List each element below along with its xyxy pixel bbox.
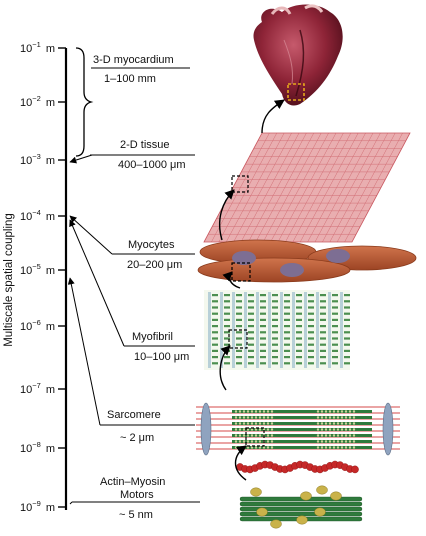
sarcomere-highlight-box	[245, 427, 265, 447]
sarcomere-image	[196, 402, 400, 456]
z-disc-right	[382, 402, 394, 456]
z-disc-left	[200, 402, 212, 456]
scale-axis: 10−1 m 10−2 m 10−3 m 10−4 m 10−5 m 10−6 m 10−7…	[3, 40, 68, 514]
level-range-sarcomere: ~ 2 μm	[120, 432, 154, 444]
level-range-myofibril: 10–100 μm	[134, 351, 189, 363]
level-name-myocytes: Myocytes	[128, 239, 175, 251]
axis-title: Multiscale spatial coupling	[3, 213, 15, 347]
arrow-motors-to-sarcomere	[234, 445, 247, 481]
scale-connection-arrows	[218, 99, 285, 481]
axis-tick-label: 10−6 m	[20, 318, 55, 333]
tissue-sheet-image	[203, 132, 411, 243]
level-range-tissue: 400–1000 μm	[118, 159, 186, 171]
level-labels: 3-D myocardium 1–100 mm 2-D tissue 400–1…	[72, 54, 200, 521]
axis-tick-label: 10−1 m	[20, 40, 55, 55]
level-name-sarcomere: Sarcomere	[107, 409, 161, 421]
tissue-highlight-box	[231, 175, 249, 193]
level-name-myofibril: Myofibril	[132, 331, 173, 343]
axis-tick-label: 10−7 m	[20, 381, 55, 396]
myocyte-cells-image	[197, 239, 417, 283]
myocardium-brace	[75, 47, 94, 157]
heart-highlight-box	[287, 83, 305, 101]
axis-ticks: 10−1 m 10−2 m 10−3 m 10−4 m 10−5 m 10−6 m 10−7…	[20, 40, 66, 514]
axis-tick-label: 10−4 m	[20, 208, 55, 223]
level-name-tissue: 2-D tissue	[120, 139, 170, 151]
arrow-myocytes-to-tissue	[218, 189, 235, 241]
level-range-myocardium: 1–100 mm	[104, 73, 156, 85]
myofibril-highlight-box	[228, 329, 248, 349]
axis-tick-label: 10−3 m	[20, 152, 55, 167]
actin-myosin-filaments-image	[236, 460, 363, 529]
level-range-motors: ~ 5 nm	[119, 509, 153, 521]
leader-arrow-motors	[69, 501, 73, 505]
axis-tick-label: 10−5 m	[20, 262, 55, 277]
leader-arrow-myocytes	[69, 215, 113, 255]
leader-arrow-sarcomere	[67, 277, 101, 426]
leader-arrow-tissue	[69, 154, 93, 164]
level-name-myocardium: 3-D myocardium	[93, 54, 174, 66]
axis-tick-label: 10−8 m	[20, 440, 55, 455]
axis-tick-label: 10−2 m	[20, 94, 55, 109]
level-range-myocytes: 20–200 μm	[127, 259, 182, 271]
leader-arrows	[67, 154, 125, 505]
heart-image	[253, 4, 343, 106]
leader-arrow-myofibril	[69, 219, 125, 347]
myofibril-grid-image	[204, 290, 350, 370]
arrow-sarcomere-to-myofibril	[219, 345, 231, 391]
arrow-tissue-to-heart	[261, 99, 285, 134]
axis-tick-label: 10−9 m	[20, 499, 55, 514]
arrow-myofibril-to-myocytes	[222, 271, 241, 289]
